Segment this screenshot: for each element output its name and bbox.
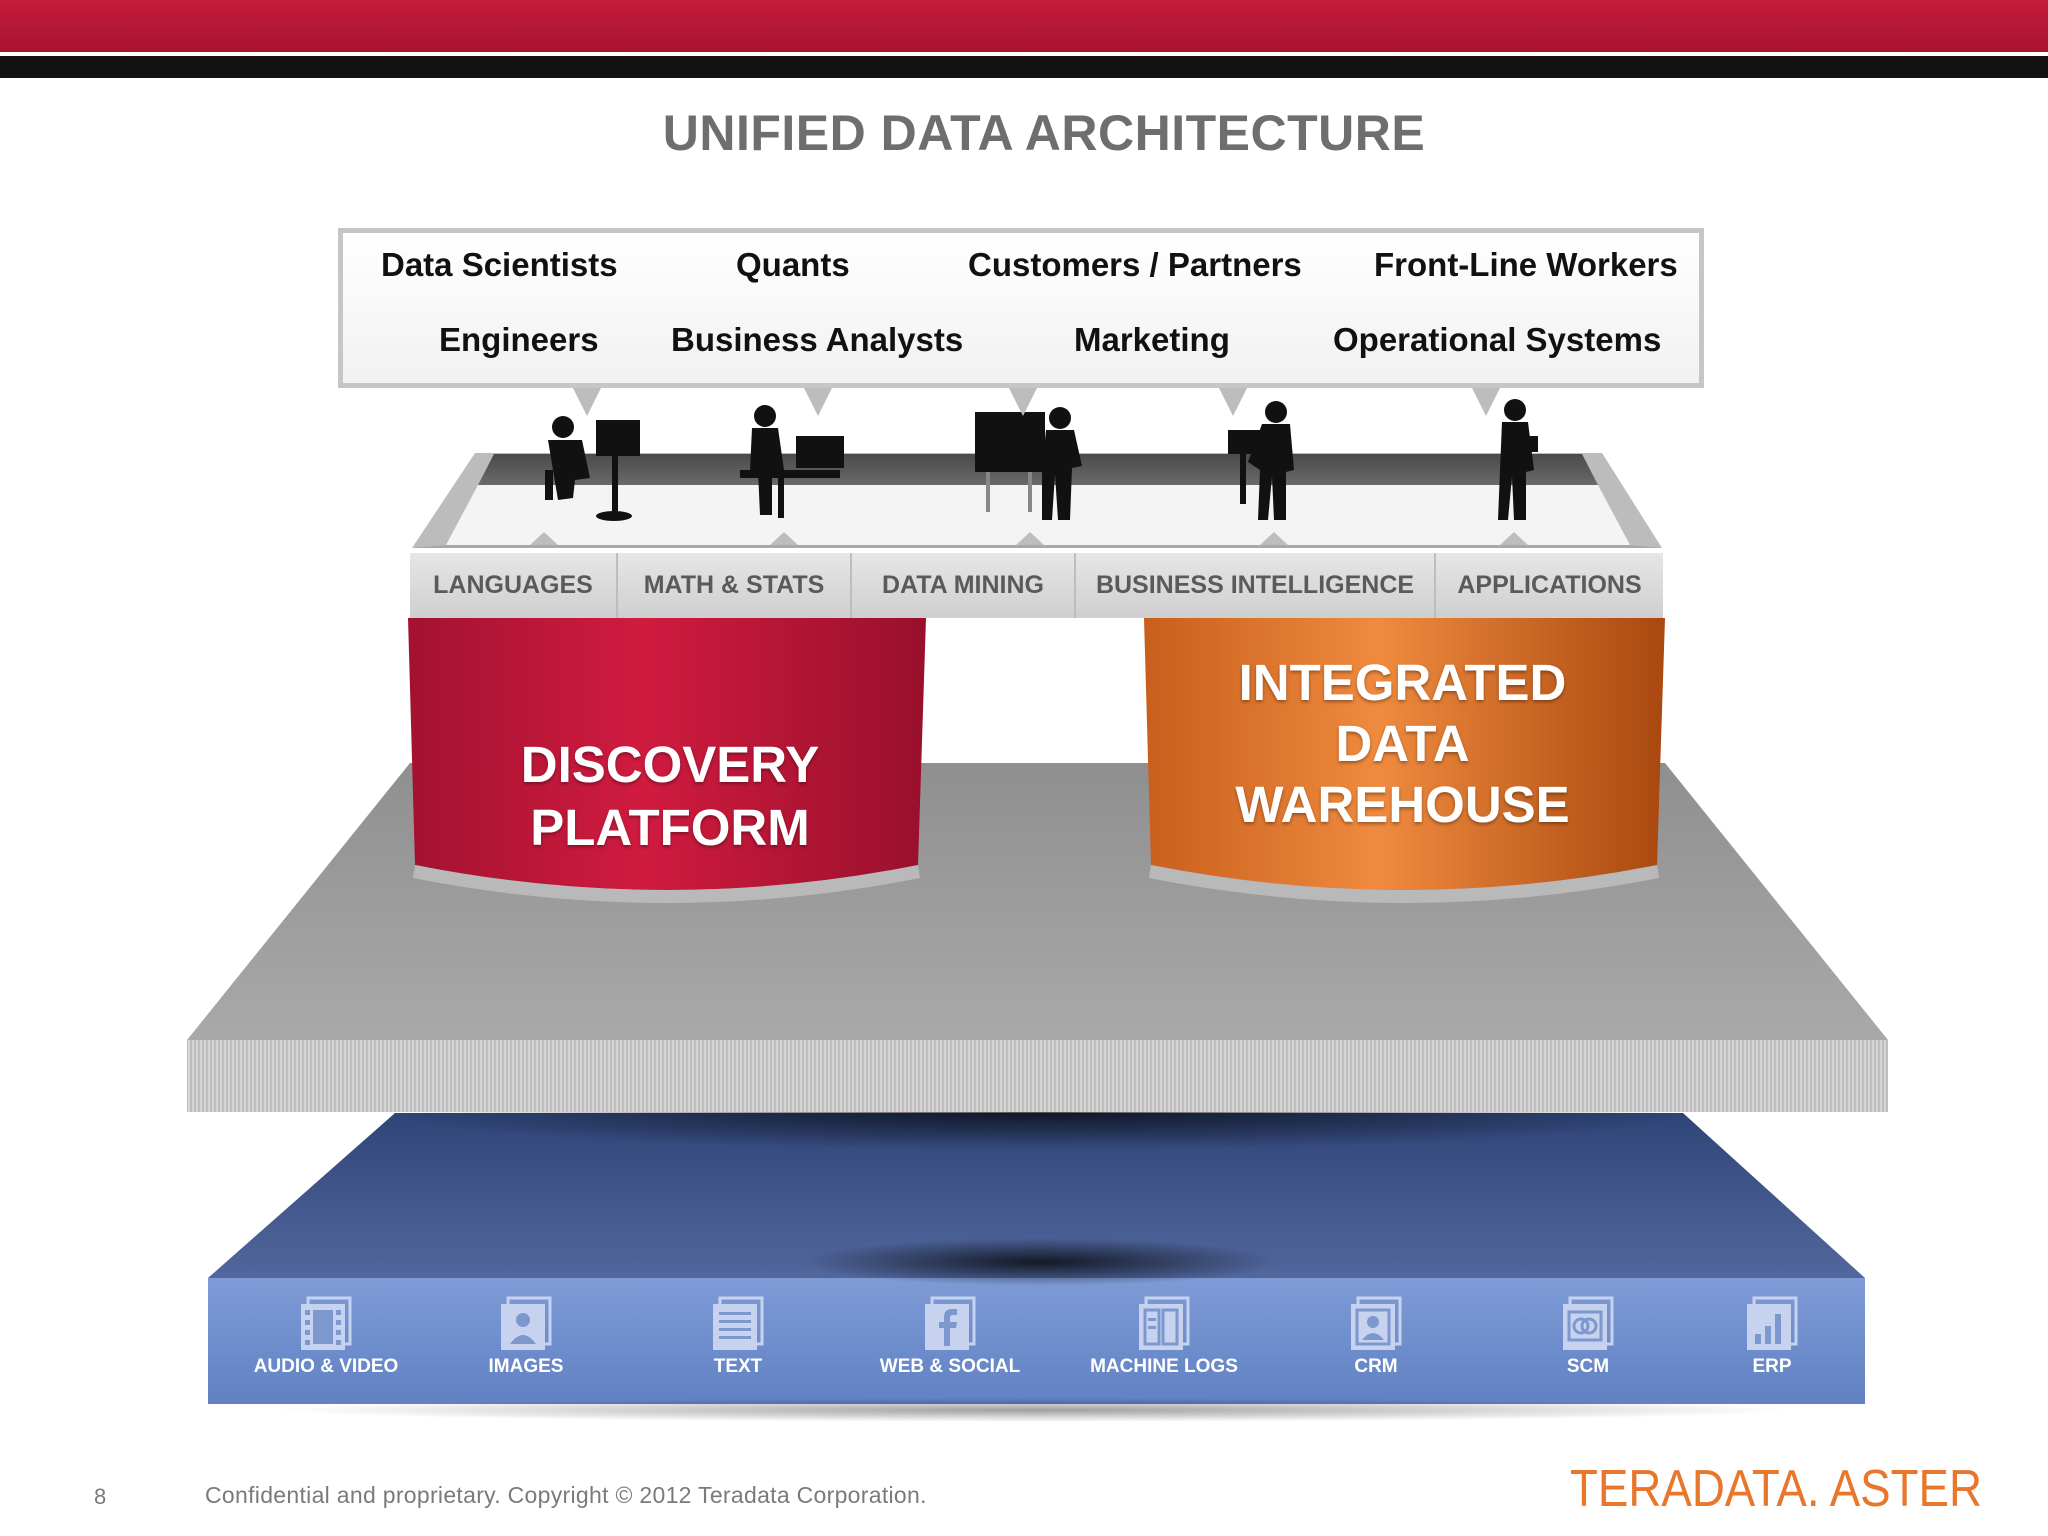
header-red-bar <box>0 0 2048 52</box>
person-silhouette <box>740 405 844 518</box>
bar-chart-icon <box>1747 1296 1798 1350</box>
callout-pointer <box>1219 388 1247 416</box>
rings-icon <box>1563 1296 1614 1350</box>
page-number: 8 <box>94 1484 107 1509</box>
source-label: CRM <box>1354 1356 1398 1377</box>
source-label: IMAGES <box>488 1356 564 1377</box>
callout-pointer <box>1472 388 1500 416</box>
person-silhouette <box>1498 399 1538 520</box>
source-machine-logs: MACHINE LOGS <box>1074 1296 1254 1378</box>
callout-pointer <box>804 388 832 416</box>
source-label: ERP <box>1752 1356 1792 1377</box>
role-engineers: Engineers <box>439 321 599 358</box>
image-icon <box>501 1296 552 1350</box>
callout-pointer <box>573 388 601 416</box>
source-erp: ERP <box>1682 1296 1862 1378</box>
discovery-line-1: DISCOVERY <box>520 736 820 793</box>
source-text: TEXT <box>648 1296 828 1378</box>
source-web-social: WEB & SOCIAL <box>860 1296 1040 1378</box>
person-silhouette <box>1228 401 1294 520</box>
tool-math-stats: MATH & STATS <box>618 553 852 618</box>
tool-data-mining: DATA MINING <box>852 553 1076 618</box>
source-crm: CRM <box>1286 1296 1466 1378</box>
warehouse-line-1: INTEGRATED <box>1238 654 1567 711</box>
source-images: IMAGES <box>436 1296 616 1378</box>
warehouse-line-3: WAREHOUSE <box>1235 776 1570 834</box>
header-black-bar <box>0 56 2048 78</box>
discovery-platform-label: DISCOVERY PLATFORM <box>420 733 920 859</box>
header-divider <box>0 52 2048 56</box>
source-label: TEXT <box>713 1356 763 1377</box>
tool-languages: LANGUAGES <box>410 553 618 618</box>
warehouse-line-2: DATA <box>1335 715 1470 773</box>
source-audio-video: AUDIO & VIDEO <box>236 1296 416 1378</box>
source-scm: SCM <box>1498 1296 1678 1378</box>
slide-title: UNIFIED DATA ARCHITECTURE <box>662 105 1426 161</box>
discovery-line-2: PLATFORM <box>530 799 810 857</box>
role-business-analysts: Business Analysts <box>671 321 964 358</box>
tool-applications: APPLICATIONS <box>1457 571 1642 599</box>
role-marketing: Marketing <box>1074 321 1230 358</box>
facebook-icon <box>925 1296 976 1350</box>
role-quants: Quants <box>736 246 850 283</box>
role-customers-partners: Customers / Partners <box>968 246 1302 283</box>
source-label: SCM <box>1566 1356 1610 1377</box>
person-silhouette <box>975 407 1082 520</box>
logs-icon <box>1139 1296 1190 1350</box>
tools-bar: LANGUAGES MATH & STATS DATA MINING BUSIN… <box>410 553 1663 618</box>
copyright-notice: Confidential and proprietary. Copyright … <box>205 1482 927 1508</box>
role-front-line-workers: Front-Line Workers <box>1374 246 1678 283</box>
source-label: WEB & SOCIAL <box>879 1356 1021 1377</box>
tool-business-intelligence: BUSINESS INTELLIGENCE <box>1076 553 1436 618</box>
contact-icon <box>1351 1296 1402 1350</box>
document-icon <box>713 1296 764 1350</box>
teradata-aster-logo: TERADATA. ASTER <box>1570 1460 1982 1516</box>
film-icon <box>301 1296 352 1350</box>
svg-text:TERADATA. ASTER: TERADATA. ASTER <box>1570 1460 1982 1516</box>
integrated-data-warehouse-label: INTEGRATED DATA WAREHOUSE <box>1150 652 1655 836</box>
person-silhouette <box>545 416 640 521</box>
callout-pointer <box>1009 388 1037 416</box>
source-label: MACHINE LOGS <box>1090 1356 1238 1377</box>
source-label: AUDIO & VIDEO <box>253 1356 399 1377</box>
role-operational-systems: Operational Systems <box>1333 321 1662 358</box>
user-roles-box <box>338 228 1704 388</box>
role-data-scientists: Data Scientists <box>381 246 618 283</box>
